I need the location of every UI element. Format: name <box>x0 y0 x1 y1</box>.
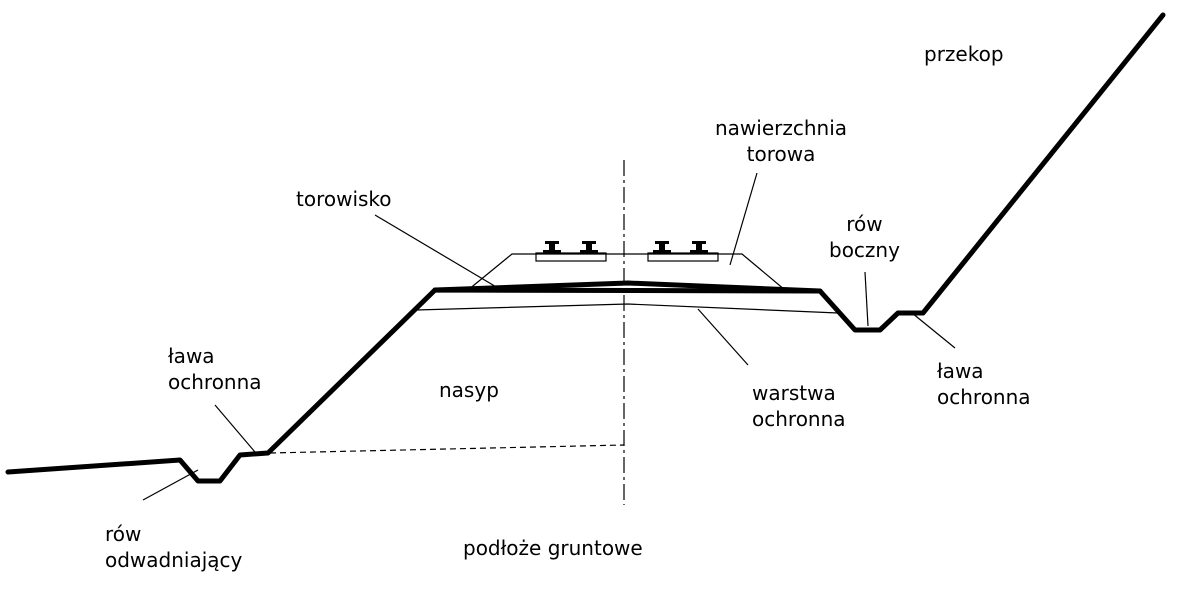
rail-icon <box>543 241 561 254</box>
leader-warstwa <box>697 308 749 366</box>
rail-icon <box>580 241 598 254</box>
embankment-base-dashed-line <box>269 444 625 454</box>
formation-surface <box>432 280 823 294</box>
leader-row-boczny <box>864 271 869 327</box>
label-nawierzchnia-torowa: nawierzchnia torowa <box>715 116 848 166</box>
label-warstwa-ochronna: warstwa ochronna <box>752 381 846 431</box>
label-lawa-ochronna-right: ława ochronna <box>937 359 1031 409</box>
label-podloze-gruntowe: podłoże gruntowe <box>463 536 643 560</box>
leader-lawa-right <box>911 312 956 349</box>
label-nasyp: nasyp <box>439 378 499 402</box>
rail-icon <box>690 241 708 254</box>
label-lawa-ochronna-left: ława ochronna <box>168 344 262 394</box>
sleeper-left <box>535 252 607 262</box>
leader-row-odwadniajacy <box>142 469 199 501</box>
label-row-odwadniajacy: rów odwadniający <box>105 522 243 572</box>
leader-torowisko <box>374 214 499 289</box>
protective-layer-line <box>415 303 839 314</box>
label-przekop: przekop <box>924 42 1004 66</box>
label-torowisko: torowisko <box>296 187 392 211</box>
sleeper-right <box>647 252 719 262</box>
rail-icon <box>653 241 671 254</box>
terrain-profile-line <box>5 12 1166 484</box>
leader-nawierzchnia <box>729 172 758 266</box>
label-row-boczny: rów boczny <box>829 212 900 262</box>
ballast-outline <box>467 253 786 291</box>
leader-lawa-left <box>214 404 256 453</box>
